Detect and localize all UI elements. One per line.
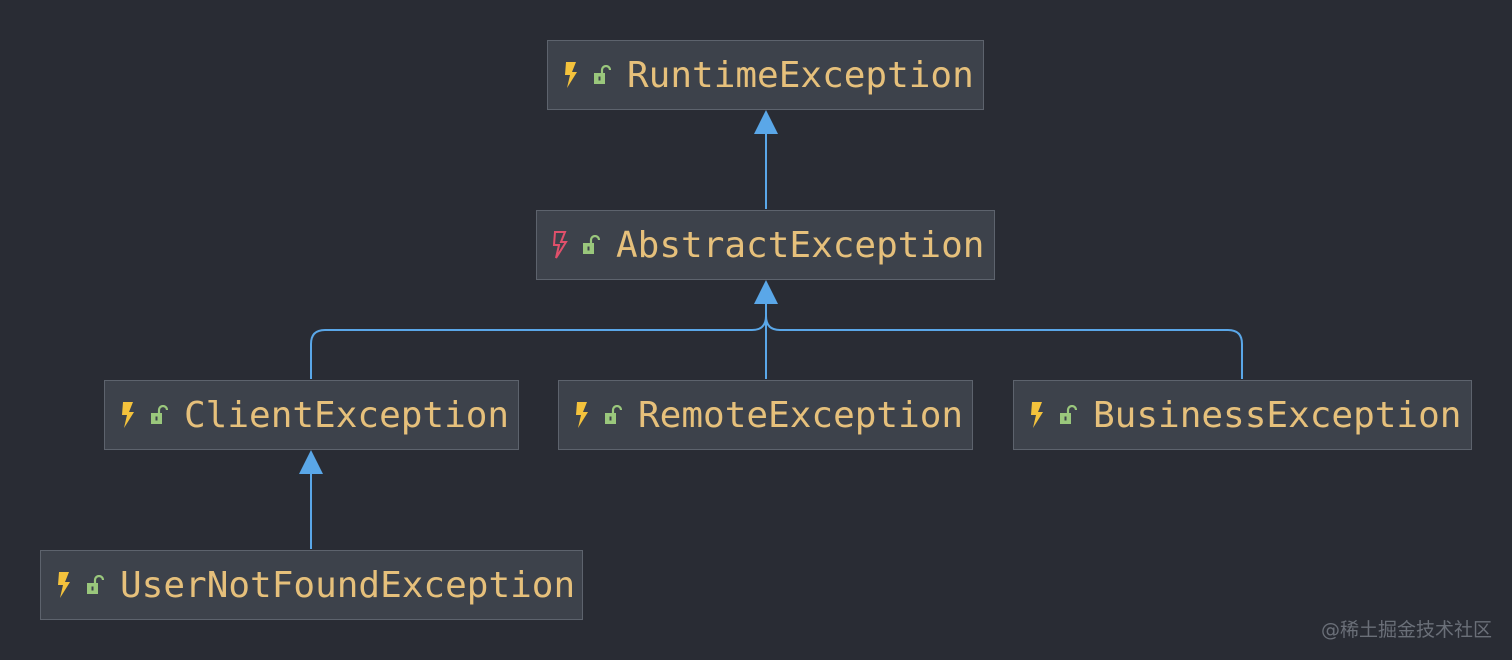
node-label: RemoteException bbox=[638, 394, 964, 436]
node-label: RuntimeException bbox=[627, 54, 974, 96]
exception-class-icon bbox=[565, 62, 577, 88]
node-remote-exception[interactable]: RemoteException bbox=[558, 380, 973, 450]
exception-class-icon bbox=[58, 572, 70, 598]
arrowhead-runtime bbox=[754, 110, 778, 134]
node-client-exception[interactable]: ClientException bbox=[104, 380, 519, 450]
public-icon bbox=[1060, 405, 1077, 424]
public-icon bbox=[583, 235, 600, 254]
node-label: AbstractException bbox=[616, 224, 985, 266]
public-icon bbox=[87, 575, 104, 594]
arrowhead-abstract bbox=[754, 280, 778, 304]
public-icon bbox=[594, 65, 611, 84]
edge-business-to-abstract bbox=[765, 302, 1243, 379]
exception-class-icon bbox=[1031, 402, 1043, 428]
public-icon bbox=[151, 405, 168, 424]
node-label: ClientException bbox=[184, 394, 510, 436]
watermark: @稀土掘金技术社区 bbox=[1320, 619, 1492, 641]
node-label: BusinessException bbox=[1093, 394, 1462, 436]
node-runtime-exception[interactable]: RuntimeException bbox=[547, 40, 984, 110]
node-business-exception[interactable]: BusinessException bbox=[1013, 380, 1472, 450]
exception-class-icon bbox=[122, 402, 134, 428]
exception-class-icon bbox=[576, 402, 588, 428]
node-abstract-exception[interactable]: AbstractException bbox=[536, 210, 995, 280]
node-usernotfound-exception[interactable]: UserNotFoundException bbox=[40, 550, 583, 620]
node-label: UserNotFoundException bbox=[120, 564, 576, 606]
abstract-exception-class-icon bbox=[552, 231, 568, 259]
edge-client-to-abstract bbox=[310, 302, 767, 379]
public-icon bbox=[605, 405, 622, 424]
arrowhead-client bbox=[299, 450, 323, 474]
